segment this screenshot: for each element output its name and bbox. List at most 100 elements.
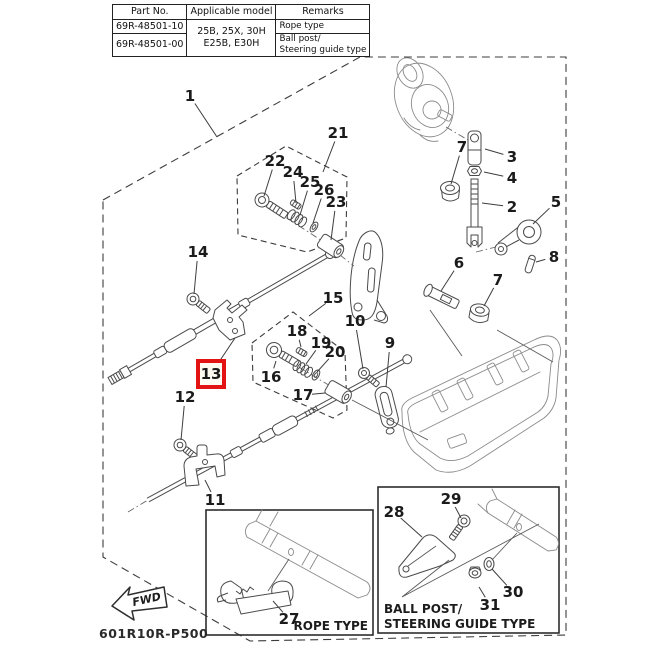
callout-9[interactable]: 9	[385, 334, 395, 352]
callout-leader-18	[298, 339, 302, 348]
callout-leader-20	[316, 358, 330, 373]
callout-leader-11	[204, 479, 212, 493]
callout-22[interactable]: 22	[265, 152, 286, 170]
callout-leader-13	[219, 337, 236, 361]
part-12-screw-drawing	[173, 438, 198, 460]
callout-21[interactable]: 21	[328, 124, 349, 142]
callout-leader-29	[454, 506, 462, 519]
part-11-bracket-drawing	[183, 444, 226, 487]
callout-29[interactable]: 29	[441, 490, 462, 508]
callout-7[interactable]: 7	[493, 271, 503, 289]
callout-25[interactable]: 25	[300, 173, 321, 191]
callout-leader-24	[293, 180, 297, 204]
part-7-bushing-lower-drawing	[468, 303, 490, 324]
callout-leader-21	[322, 141, 336, 173]
callout-leader-12	[180, 405, 185, 441]
callout-leader-28	[400, 517, 423, 538]
part-10-screw-drawing	[358, 367, 380, 388]
lower-cable-tail	[127, 499, 149, 513]
part-19-spring-drawing	[292, 359, 314, 378]
rod-lever-axis	[475, 246, 497, 253]
callout-leader-1	[194, 103, 218, 138]
part-14-screw-drawing	[186, 292, 211, 314]
callout-3[interactable]: 3	[507, 148, 517, 166]
ball-post-box	[377, 486, 560, 634]
part-2-rod-drawing	[466, 178, 483, 248]
callout-15[interactable]: 15	[323, 289, 344, 307]
callout-12[interactable]: 12	[175, 388, 196, 406]
part-3-joint-drawing	[467, 130, 482, 166]
washer-tube-line	[491, 532, 518, 561]
callout-28[interactable]: 28	[384, 503, 405, 521]
col-header-applicable-model: Applicable model	[186, 4, 277, 20]
callout-leader-26	[312, 198, 322, 224]
callout-23[interactable]: 23	[326, 193, 347, 211]
applicable-model-line1: 25B, 25X, 30H	[197, 26, 266, 38]
callout-16[interactable]: 16	[261, 368, 282, 386]
remarks-cell: Ball post/ Steering guide type	[275, 33, 371, 57]
callout-20[interactable]: 20	[325, 343, 346, 361]
callout-leader-27	[272, 600, 284, 613]
part-16-bolt-drawing	[266, 342, 300, 367]
callout-27[interactable]: 27	[279, 610, 300, 628]
callout-8[interactable]: 8	[549, 248, 559, 266]
callout-10[interactable]: 10	[345, 312, 366, 330]
tiller-tube-drawing	[244, 509, 371, 599]
callout-30[interactable]: 30	[503, 583, 524, 601]
cam-assembly-drawing	[393, 57, 455, 142]
part-28-bracket-drawing	[398, 523, 540, 598]
assembly-boundary-dashed	[102, 56, 567, 642]
callout-6[interactable]: 6	[454, 254, 464, 272]
part-22-bolt-drawing	[254, 192, 289, 219]
callout-leader-3	[484, 148, 504, 155]
callout-leader-22	[263, 169, 273, 197]
callout-19[interactable]: 19	[311, 334, 332, 352]
col-header-part-no: Part No.	[111, 4, 188, 20]
part-no-cell: 69R-48501-10	[111, 19, 188, 34]
install-line-b	[496, 329, 554, 363]
callout-24[interactable]: 24	[283, 163, 304, 181]
applicable-model-line2: E25B, E30H	[203, 37, 260, 49]
subassembly-15-boundary	[251, 311, 348, 419]
cam-link-axis	[445, 126, 469, 141]
part-no-cell: 69R-48501-00	[111, 33, 188, 57]
parts-table: Part No. Applicable model Remarks 69R-48…	[111, 4, 371, 57]
table-row: 69R-48501-10 25B, 25X, 30H E25B, E30H Ro…	[111, 19, 371, 57]
callout-leader-10	[356, 329, 364, 370]
callout-leader-15	[308, 302, 327, 317]
callout-2[interactable]: 2	[507, 198, 517, 216]
part-26-washer-drawing	[309, 221, 319, 233]
callout-13[interactable]: 13	[201, 365, 222, 383]
part-4-nut-drawing	[467, 166, 482, 176]
part-17-cable-end-drawing	[324, 380, 352, 404]
callout-leader-16	[273, 360, 277, 369]
bottom-cowling-drawing	[401, 335, 562, 473]
callout-4[interactable]: 4	[507, 169, 517, 187]
callout-leader-19	[305, 350, 317, 365]
highlighted-part-box[interactable]	[196, 359, 226, 389]
fwd-label: FWD	[131, 590, 162, 609]
callout-26[interactable]: 26	[314, 181, 335, 199]
lever-arm-drawing	[349, 230, 389, 324]
remarks-line2: Steering guide type	[279, 44, 367, 55]
ball-post-label-line2: STEERING GUIDE TYPE	[384, 617, 535, 631]
callout-31[interactable]: 31	[480, 596, 501, 614]
callout-17[interactable]: 17	[293, 386, 314, 404]
remarks-line1: Ball post/	[279, 34, 321, 44]
callout-5[interactable]: 5	[551, 193, 561, 211]
callout-14[interactable]: 14	[188, 243, 209, 261]
part-7-bushing-upper-drawing	[440, 181, 460, 202]
callout-18[interactable]: 18	[287, 322, 308, 340]
remarks-cell: Rope type	[275, 19, 371, 34]
part-31-nut-drawing	[468, 566, 482, 579]
callout-leader-7	[483, 287, 495, 307]
callout-7[interactable]: 7	[457, 138, 467, 156]
callout-11[interactable]: 11	[205, 491, 226, 509]
callout-leader-17	[311, 392, 326, 395]
col-header-remarks: Remarks	[275, 4, 371, 20]
table-row: 69R-48501-00 Ball post/ Steering guide t…	[111, 33, 371, 57]
callout-leader-25	[299, 190, 308, 216]
callout-1[interactable]: 1	[185, 87, 195, 105]
parts-table-header-row: Part No. Applicable model Remarks	[111, 4, 371, 20]
